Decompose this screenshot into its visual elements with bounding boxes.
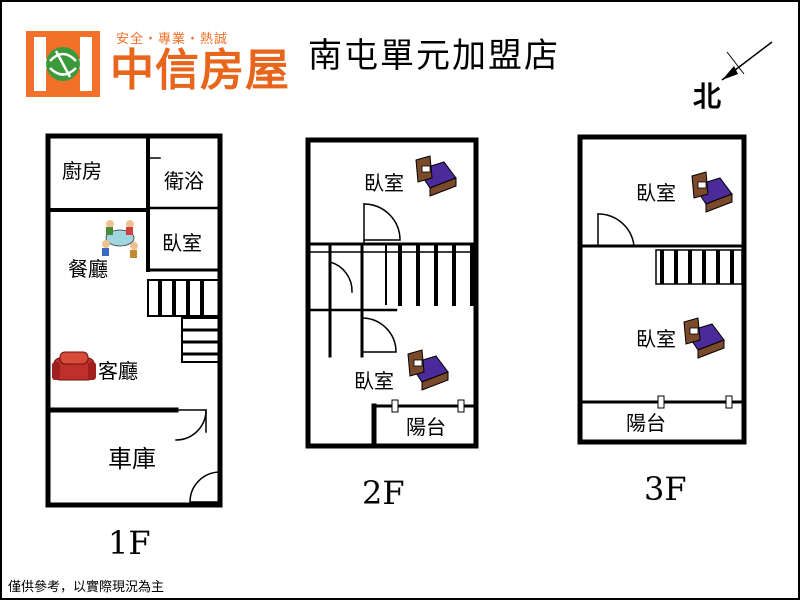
floor-1-walls	[45, 133, 223, 508]
room-label-bedroom: 臥室	[636, 327, 676, 351]
bed-icon	[691, 171, 733, 213]
disclaimer-text: 僅供參考，以實際現況為主	[8, 580, 165, 595]
bed-icon	[407, 349, 449, 391]
sofa-icon	[52, 351, 96, 381]
floor-label-1f: 1F	[108, 524, 151, 562]
floor-2-walls	[305, 137, 479, 449]
logo-icon	[26, 31, 100, 97]
room-label-living: 客廳	[98, 359, 138, 383]
room-label-bedroom: 臥室	[354, 369, 394, 393]
room-label-bedroom: 臥室	[364, 171, 404, 195]
north-label: 北	[693, 80, 722, 113]
dining-table-icon	[102, 220, 138, 258]
brand-name: 中信房屋	[110, 45, 290, 96]
room-label-balcony: 陽台	[406, 415, 446, 439]
logo-emblem	[26, 31, 100, 97]
floor-label-3f: 3F	[644, 470, 687, 508]
room-label-garage: 車庫	[108, 445, 156, 473]
bed-icon	[683, 317, 725, 359]
brand-slogan: 安全・專業・熱誠	[116, 32, 229, 47]
room-label-balcony: 陽台	[626, 411, 666, 435]
room-label-bathroom: 衛浴	[164, 169, 204, 193]
bed-icon	[415, 155, 457, 197]
room-label-kitchen: 廚房	[62, 159, 102, 183]
floor-label-2f: 2F	[362, 474, 405, 512]
room-label-bedroom: 臥室	[162, 231, 202, 255]
brand-block: 安全・專業・熱誠 中信房屋	[106, 22, 310, 98]
store-name: 南屯單元加盟店	[308, 36, 560, 76]
room-label-dining: 餐廳	[68, 257, 108, 281]
room-label-bedroom: 臥室	[636, 181, 676, 205]
floor-3-walls	[577, 134, 747, 445]
